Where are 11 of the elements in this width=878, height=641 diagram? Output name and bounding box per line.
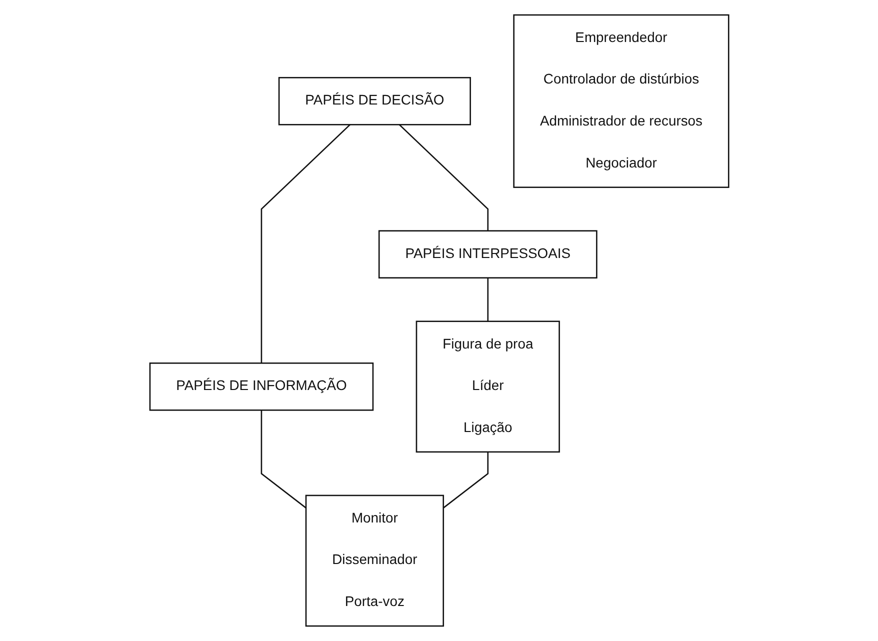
node-box: PAPÉIS INTERPESSOAIS	[378, 230, 598, 278]
node-box: PAPÉIS DE INFORMAÇÃO	[149, 362, 374, 411]
connector	[442, 452, 488, 508]
connector	[486, 278, 488, 322]
connector	[260, 124, 350, 364]
node-box: Empreendedor Controlador de distúrbios Administrador de recursos Negociador	[512, 14, 729, 188]
node-box: PAPÉIS DE DECISÃO	[278, 76, 471, 126]
node-box: Monitor Disseminador Porta-voz	[305, 494, 444, 627]
node-box: Figura de proa Líder Ligação	[416, 320, 560, 453]
connector	[260, 410, 306, 508]
connector	[398, 124, 488, 231]
